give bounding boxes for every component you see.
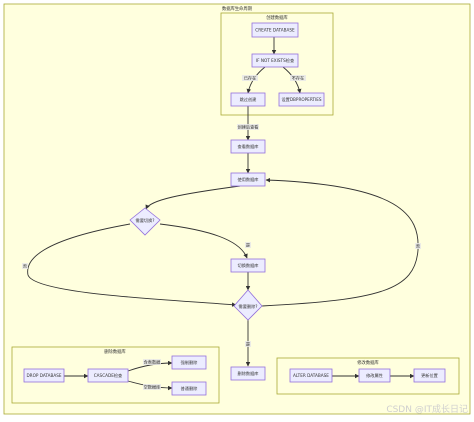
node-use-db-label: 使用数据库 <box>238 176 259 183</box>
edge-label-delete-no: 否 <box>416 244 420 250</box>
create-cluster-title: 创建数据库 <box>266 14 288 21</box>
node-cascade-check-label: CASCADE检查 <box>94 372 123 379</box>
node-delete-db: 删除数据库 <box>230 366 266 381</box>
node-skip-create: 跳过创建 <box>230 92 266 107</box>
node-normal-delete: 普通删除 <box>171 381 207 396</box>
modify-cluster-title: 修改数据库 <box>357 359 379 366</box>
node-view-db: 查看数据库 <box>230 139 266 154</box>
node-view-db-label: 查看数据库 <box>238 143 259 150</box>
node-delete-db-label: 删除数据库 <box>238 370 259 377</box>
node-need-delete: 需要删除? <box>233 289 263 321</box>
node-create-database-label: CREATE DATABASE <box>255 28 295 33</box>
edges <box>27 37 419 391</box>
node-switch-db: 切换数据库 <box>230 258 266 273</box>
node-set-dbproperties: 设置DBPROPERTIES <box>278 92 325 107</box>
node-if-not-exists: IF NOT EXISTS检查 <box>251 53 299 68</box>
node-modify-props-label: 修改属性 <box>366 372 383 379</box>
csdn-watermark: CSDN @IT成长日记 <box>386 405 468 415</box>
edge-use-to-switch-decision <box>145 185 241 210</box>
node-use-db: 使用数据库 <box>230 172 266 187</box>
node-update-location-label: 更新位置 <box>421 372 438 379</box>
node-skip-create-label: 跳过创建 <box>240 96 258 103</box>
node-drop-database: DROP DATABASE <box>23 368 65 383</box>
edge-switch-no <box>27 223 237 307</box>
edge-label-not-exists: 不存在 <box>292 75 305 82</box>
node-need-switch: 需要切换? <box>129 207 161 236</box>
edge-label-view-after-create: 创建后查看 <box>238 124 259 131</box>
node-if-not-exists-label: IF NOT EXISTS检查 <box>256 57 295 64</box>
node-alter-database-label: ALTER DATABASE <box>293 373 329 378</box>
node-alter-database: ALTER DATABASE <box>289 368 333 383</box>
node-set-dbproperties-label: 设置DBPROPERTIES <box>281 96 321 103</box>
node-update-location: 更新位置 <box>413 368 446 383</box>
edge-switch-yes <box>159 223 248 259</box>
node-force-delete: 强制删除 <box>171 355 207 370</box>
node-create-database: CREATE DATABASE <box>251 22 299 38</box>
delete-cluster-title: 删除数据库 <box>104 348 126 355</box>
edge-delete-no <box>261 177 419 307</box>
edge-label-exists: 已存在 <box>244 75 257 81</box>
edge-label-delete-yes: 是 <box>246 342 251 348</box>
node-normal-delete-label: 普通删除 <box>181 385 199 392</box>
edge-labels: 已存在 不存在 创建后查看 是 否 是 否 含表数据 空数据库 <box>22 75 421 391</box>
node-cascade-check: CASCADE检查 <box>87 368 129 383</box>
edge-label-empty-db: 空数据库 <box>144 384 161 391</box>
node-force-delete-label: 强制删除 <box>181 359 199 366</box>
edge-label-has-tables: 含表数据 <box>144 359 161 366</box>
edge-label-switch-yes: 是 <box>246 243 251 249</box>
lifecycle-cluster-title: 数据库生命周期 <box>222 5 252 12</box>
node-need-delete-label: 需要删除? <box>239 303 258 310</box>
node-modify-props: 修改属性 <box>358 368 391 383</box>
node-drop-database-label: DROP DATABASE <box>26 373 61 378</box>
node-need-switch-label: 需要切换? <box>136 217 155 224</box>
edge-label-switch-no: 否 <box>23 264 27 270</box>
node-switch-db-label: 切换数据库 <box>238 262 259 269</box>
